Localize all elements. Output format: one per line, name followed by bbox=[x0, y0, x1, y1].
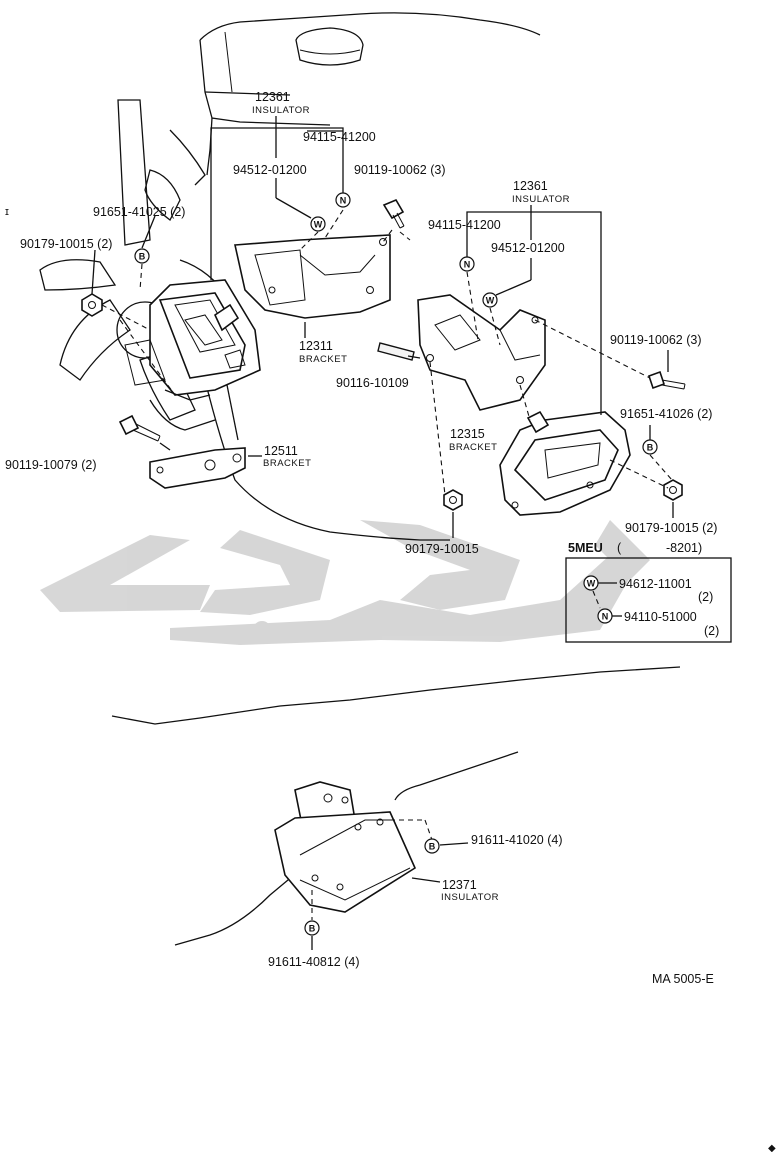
svg-text:N: N bbox=[602, 612, 609, 622]
svg-text:B: B bbox=[429, 842, 436, 852]
label-90119-10062-b: 90119-10062 (3) bbox=[610, 333, 702, 347]
variant-row2-qty: (2) bbox=[704, 624, 719, 638]
bracket-12311-name: BRACKET bbox=[299, 354, 347, 365]
nut-90179-10015-a bbox=[81, 293, 103, 317]
corner-mark: ◆ bbox=[768, 1143, 776, 1152]
svg-text:B: B bbox=[309, 924, 316, 934]
label-91651-41026: 91651-41026 (2) bbox=[620, 407, 712, 421]
bolt-90119-10062-a bbox=[382, 198, 405, 229]
svg-text:W: W bbox=[587, 579, 596, 589]
nut-90179-10015-b bbox=[443, 489, 463, 511]
bolt-90116 bbox=[377, 342, 415, 361]
label-90179-10015-a: 90179-10015 (2) bbox=[20, 237, 112, 251]
label-91651-41025: 91651-41025 (2) bbox=[93, 205, 185, 219]
symbol-w-left: W bbox=[310, 216, 326, 232]
insulator-12361-b-name: INSULATOR bbox=[512, 194, 570, 205]
symbol-n-left: N bbox=[335, 192, 351, 208]
symbol-b-lower-right: B bbox=[424, 838, 440, 854]
left-insulator-part bbox=[124, 279, 261, 401]
figure-code: MA 5005-E bbox=[652, 972, 714, 986]
svg-text:W: W bbox=[314, 220, 323, 230]
insulator-12371-number: 12371 bbox=[442, 878, 477, 892]
label-90119-10079: 90119-10079 (2) bbox=[5, 458, 97, 472]
label-94512-b: 94512-01200 bbox=[491, 241, 565, 255]
watermark-logo bbox=[40, 520, 650, 645]
label-90179-10015-c: 90179-10015 (2) bbox=[625, 521, 717, 535]
insulator-12371-part bbox=[274, 781, 417, 913]
bracket-12511-part bbox=[149, 447, 246, 489]
symbol-w-right: W bbox=[482, 292, 498, 308]
symbol-n-box: N bbox=[597, 608, 613, 624]
svg-text:B: B bbox=[139, 252, 146, 262]
label-91611-41020: 91611-41020 (4) bbox=[471, 833, 563, 847]
bracket-12311-part bbox=[234, 234, 391, 319]
variant-row2-part: 94110-51000 bbox=[624, 610, 697, 624]
leader-lines bbox=[91, 116, 674, 950]
label-91611-40812: 91611-40812 (4) bbox=[268, 955, 360, 969]
bracket-12315-number: 12315 bbox=[450, 427, 485, 441]
insulator-12361-a-name: INSULATOR bbox=[252, 105, 310, 116]
svg-text:B: B bbox=[647, 443, 654, 453]
bracket-12311-number: 12311 bbox=[299, 339, 333, 353]
symbol-w-box: W bbox=[583, 575, 599, 591]
label-94115-a: 94115-41200 bbox=[303, 130, 376, 144]
label-94512-a: 94512-01200 bbox=[233, 163, 307, 177]
bracket-12511-name: BRACKET bbox=[263, 458, 311, 469]
svg-text:ɪ: ɪ bbox=[5, 206, 9, 218]
variant-box-range: -8201) bbox=[666, 541, 702, 555]
svg-text:W: W bbox=[486, 296, 495, 306]
insulator-12371-name: INSULATOR bbox=[441, 892, 499, 903]
variant-row1-part: 94612-11001 bbox=[619, 577, 692, 591]
symbol-b-lower-bottom: B bbox=[304, 920, 320, 936]
label-90179-10015-b: 90179-10015 bbox=[405, 542, 479, 556]
symbol-b-right: B bbox=[642, 439, 658, 455]
symbol-n-right: N bbox=[459, 256, 475, 272]
bolt-90119-10062-b bbox=[647, 370, 686, 390]
engine-outline: ɪ bbox=[5, 12, 681, 946]
variant-box-open: ( bbox=[617, 541, 622, 555]
insulator-12361-a-number: 12361 bbox=[255, 90, 290, 104]
bracket-12315-name: BRACKET bbox=[449, 442, 497, 453]
right-insulator-part bbox=[499, 410, 631, 516]
variant-row1-qty: (2) bbox=[698, 590, 713, 604]
svg-text:N: N bbox=[340, 196, 347, 206]
insulator-12361-b-number: 12361 bbox=[513, 179, 548, 193]
label-90116: 90116-10109 bbox=[336, 376, 409, 390]
variant-box-model: 5MEU bbox=[568, 541, 603, 555]
label-90119-10062-a: 90119-10062 (3) bbox=[354, 163, 446, 177]
label-94115-b: 94115-41200 bbox=[428, 218, 501, 232]
symbol-b-left: B bbox=[134, 248, 150, 264]
svg-text:N: N bbox=[464, 260, 471, 270]
nut-90179-10015-c bbox=[663, 479, 683, 501]
bracket-12315-part bbox=[417, 294, 546, 411]
bolt-90119-10079 bbox=[118, 414, 161, 442]
variant-box: 5MEU ( -8201) W 94612-11001 (2) N 94110-… bbox=[565, 541, 732, 643]
bracket-12511-number: 12511 bbox=[264, 444, 298, 458]
